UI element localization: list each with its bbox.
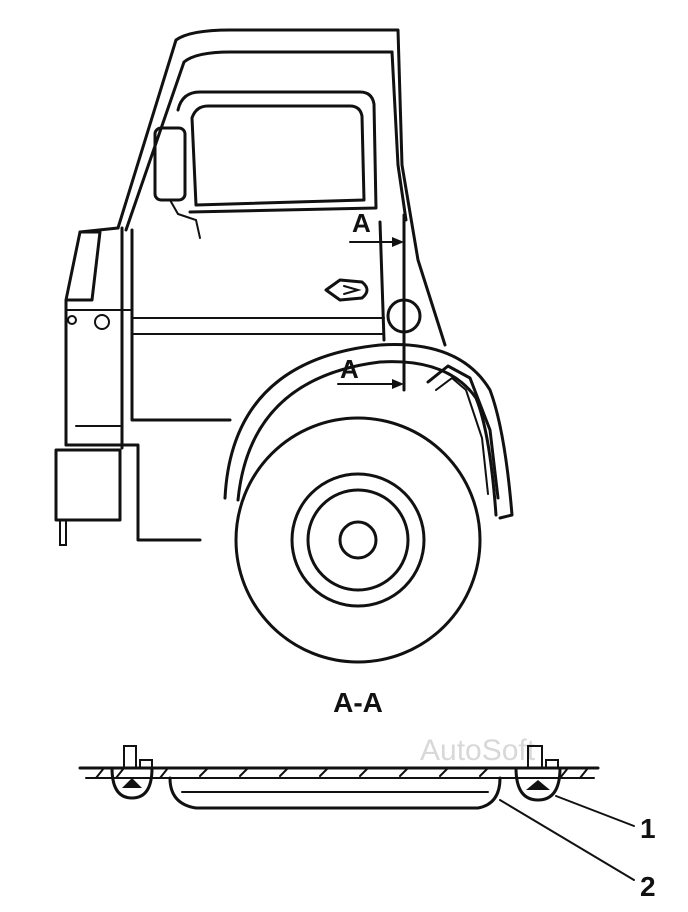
panel-hatching (95, 767, 589, 779)
lower-sill (64, 443, 202, 542)
rim-inner (306, 488, 410, 592)
window-frame-inner (190, 104, 366, 207)
front-lamp (94, 314, 110, 330)
front-panel (64, 226, 122, 447)
truck-cab (54, 28, 447, 546)
section-markers: A A (337, 208, 406, 392)
callout-1: 1 (640, 813, 656, 844)
callout-2: 2 (640, 871, 656, 902)
door-handle-lock (343, 285, 362, 295)
cab-roof-inner (124, 50, 394, 232)
section-title: A-A (333, 687, 383, 718)
hub (338, 520, 378, 560)
fender-outer (223, 343, 514, 520)
section-view: 1 2 (78, 745, 656, 902)
fender-trim (426, 364, 500, 500)
mirror-arm (169, 199, 201, 239)
leader-line-1 (555, 795, 635, 827)
leader-line-2 (499, 799, 635, 881)
fender-inner (236, 360, 498, 517)
cab-pillar (390, 50, 408, 222)
cab-outline (116, 28, 447, 347)
watermark: AutoSoft (420, 734, 536, 767)
window-frame-outer (176, 90, 378, 214)
door-rear-edge (378, 220, 386, 342)
section-marker-upper: A (352, 208, 371, 238)
section-marker-lower: A (340, 354, 359, 384)
fender-wheel (223, 343, 514, 664)
fastener-right (514, 745, 562, 802)
arrowhead-upper (392, 237, 404, 247)
step-strut (59, 519, 67, 546)
handle-recess (168, 776, 502, 810)
headlamp-recess (66, 230, 102, 302)
door-handle (324, 278, 369, 302)
fender-trim-inner (435, 376, 489, 495)
door-outline (120, 226, 232, 450)
tyre-outer (234, 416, 482, 664)
fastener-left (110, 745, 154, 800)
step-box (54, 448, 122, 522)
side-mirror (153, 126, 187, 202)
front-lamp-small (67, 315, 77, 325)
rim-outer (290, 472, 426, 608)
arrowhead-lower (392, 379, 404, 389)
